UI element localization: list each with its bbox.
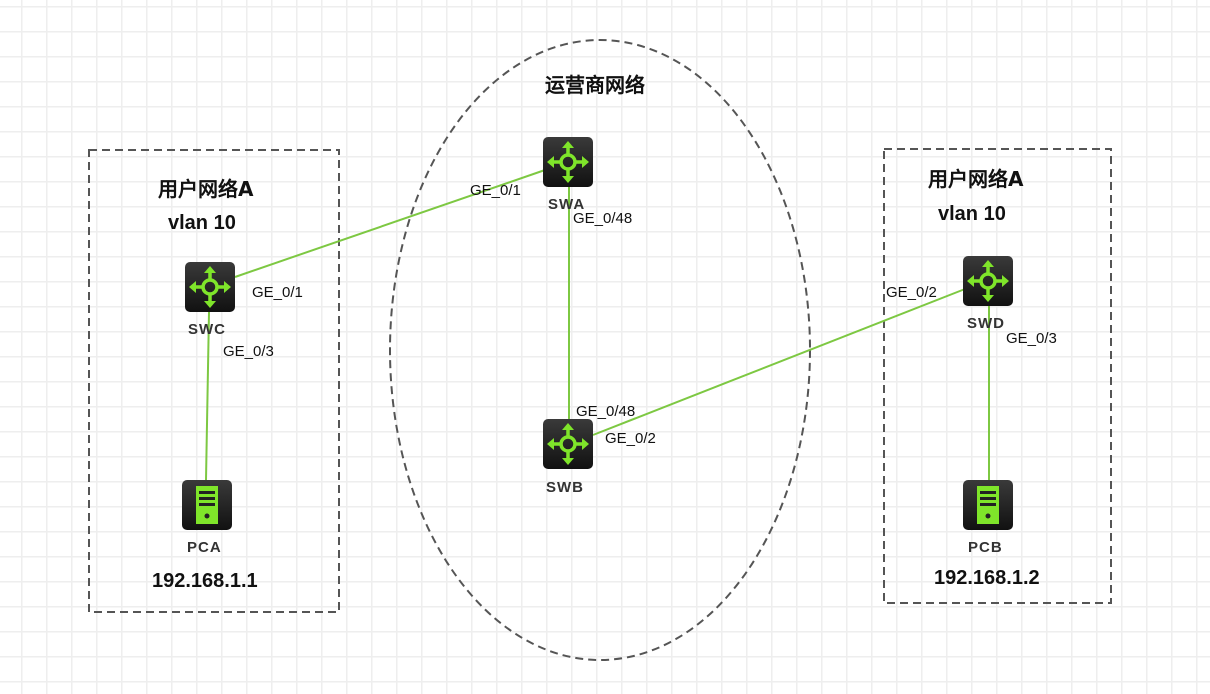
port-swd-ge0-2: GE_0/2 xyxy=(886,284,937,301)
port-swa-ge0-48: GE_0/48 xyxy=(573,210,632,227)
switch-icon-swa[interactable] xyxy=(541,135,595,189)
port-swb-ge0-2: GE_0/2 xyxy=(605,430,656,447)
swc-label: SWC xyxy=(188,321,226,338)
pc-icon-pcb[interactable] xyxy=(963,480,1013,530)
carrier-network-title: 运营商网络 xyxy=(545,73,645,97)
left-user-network-boundary xyxy=(88,149,340,613)
port-swd-ge0-3: GE_0/3 xyxy=(1006,330,1057,347)
right-user-network-boundary xyxy=(883,148,1112,604)
pc-icon-pca[interactable] xyxy=(182,480,232,530)
port-swc-ge0-3: GE_0/3 xyxy=(223,343,274,360)
swd-label: SWD xyxy=(967,315,1005,332)
link-swc-pca[interactable] xyxy=(205,311,210,481)
right-zone-title: 用户网络A xyxy=(928,167,1024,191)
port-swc-ge0-1: GE_0/1 xyxy=(252,284,303,301)
pca-label: PCA xyxy=(187,539,222,556)
swa-label: SWA xyxy=(548,196,585,213)
swb-label: SWB xyxy=(546,479,584,496)
left-zone-vlan: vlan 10 xyxy=(168,212,236,234)
pcb-label: PCB xyxy=(968,539,1003,556)
switch-icon-swd[interactable] xyxy=(961,254,1015,308)
switch-icon-swb[interactable] xyxy=(541,417,595,471)
left-zone-title: 用户网络A xyxy=(158,177,254,201)
pca-ip: 192.168.1.1 xyxy=(152,570,258,592)
port-swa-ge0-1: GE_0/1 xyxy=(470,182,521,199)
link-swc-swa[interactable] xyxy=(234,169,546,278)
link-swb-swd[interactable] xyxy=(592,288,966,436)
switch-icon-swc[interactable] xyxy=(183,260,237,314)
port-swb-ge0-48: GE_0/48 xyxy=(576,403,635,420)
pcb-ip: 192.168.1.2 xyxy=(934,567,1040,589)
right-zone-vlan: vlan 10 xyxy=(938,203,1006,225)
